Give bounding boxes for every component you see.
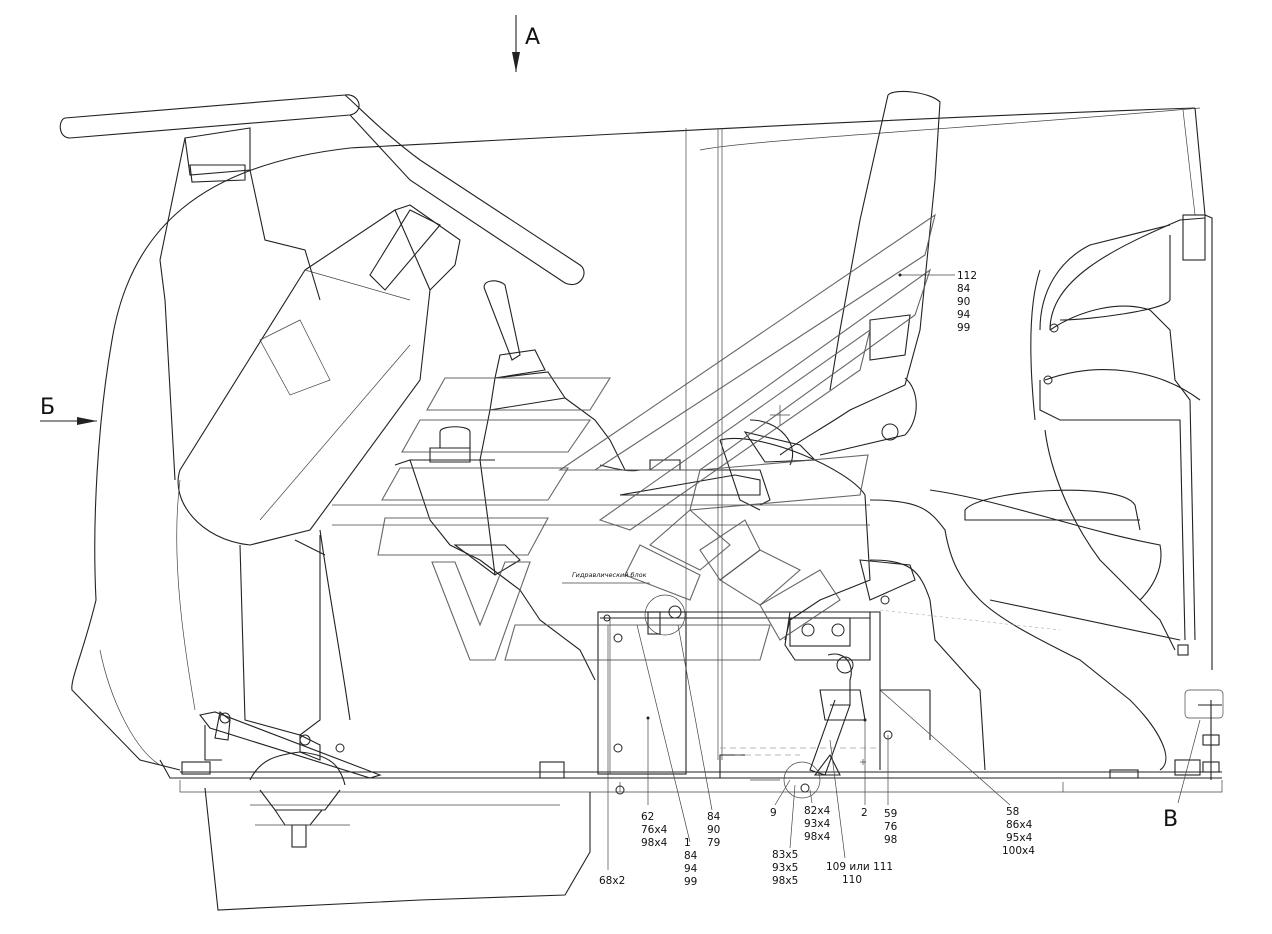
svg-text:98x5: 98x5 [772,875,798,887]
svg-text:84: 84 [957,283,971,295]
svg-text:9: 9 [770,807,777,819]
svg-text:112: 112 [957,270,977,282]
callout-84: 84 90 79 [707,811,721,849]
svg-text:93x4: 93x4 [804,818,831,830]
view-mark-v: В [1163,807,1178,832]
callout-82: 82x4 93x4 98x4 [804,805,831,843]
callout-109: 109 или 111 110 [826,861,893,886]
frame-posts [332,128,870,760]
leader-lines [607,273,1201,870]
view-label-v: В [1163,807,1178,832]
callout-2: 2 [861,807,868,819]
svg-text:94: 94 [957,309,971,321]
svg-text:2: 2 [861,807,868,819]
svg-text:84: 84 [684,850,698,862]
svg-text:109 или 111: 109 или 111 [826,861,893,873]
svg-text:99: 99 [684,876,697,888]
callout-1: 1 84 94 99 [684,837,698,888]
view-arrow-b: Б [40,395,97,425]
seat-assembly [719,90,941,776]
svg-text:68x2: 68x2 [599,875,625,887]
svg-text:59: 59 [884,808,897,820]
hydro-block-annotation: Гидравлический блок [572,571,647,579]
control-console [394,280,771,681]
svg-text:82x4: 82x4 [804,805,831,817]
cab-floor [99,649,591,911]
callout-59: 59 76 98 [884,808,898,846]
svg-text:98: 98 [884,834,897,846]
view-label-a: А [525,25,540,50]
svg-text:83x5: 83x5 [772,849,798,861]
svg-text:110: 110 [842,874,862,886]
svg-text:76: 76 [884,821,898,833]
rear-assembly [869,214,1224,780]
callout-83: 83x5 93x5 98x5 [772,849,798,887]
svg-text:62: 62 [641,811,654,823]
svg-text:76x4: 76x4 [641,824,668,836]
svg-text:84: 84 [707,811,721,823]
svg-text:98x4: 98x4 [804,831,831,843]
svg-text:94: 94 [684,863,698,875]
svg-text:100x4: 100x4 [1002,845,1035,857]
watermark-logo [377,213,936,661]
svg-text:90: 90 [957,296,970,308]
svg-text:58: 58 [1006,806,1019,818]
floor-mounts [539,730,1139,799]
pedal-assembly [181,711,382,848]
cab-contour [71,107,1223,793]
svg-text:1: 1 [684,837,691,849]
svg-text:93x5: 93x5 [772,862,798,874]
callout-112: 112 84 90 94 99 [957,270,977,334]
svg-text:95x4: 95x4 [1006,832,1033,844]
callout-58: 58 86x4 95x4 100x4 [1002,806,1035,857]
callout-68: 68x2 [599,875,625,887]
view-arrow-a: А [512,15,540,72]
svg-text:90: 90 [707,824,720,836]
svg-text:99: 99 [957,322,970,334]
callout-62: 62 76x4 98x4 [641,811,668,849]
callout-9: 9 [770,807,777,819]
svg-text:79: 79 [707,837,720,849]
view-label-b: Б [40,395,55,420]
steering-assembly [59,94,585,736]
svg-text:86x4: 86x4 [1006,819,1033,831]
hydraulic-block [562,582,687,775]
svg-text:98x4: 98x4 [641,837,668,849]
